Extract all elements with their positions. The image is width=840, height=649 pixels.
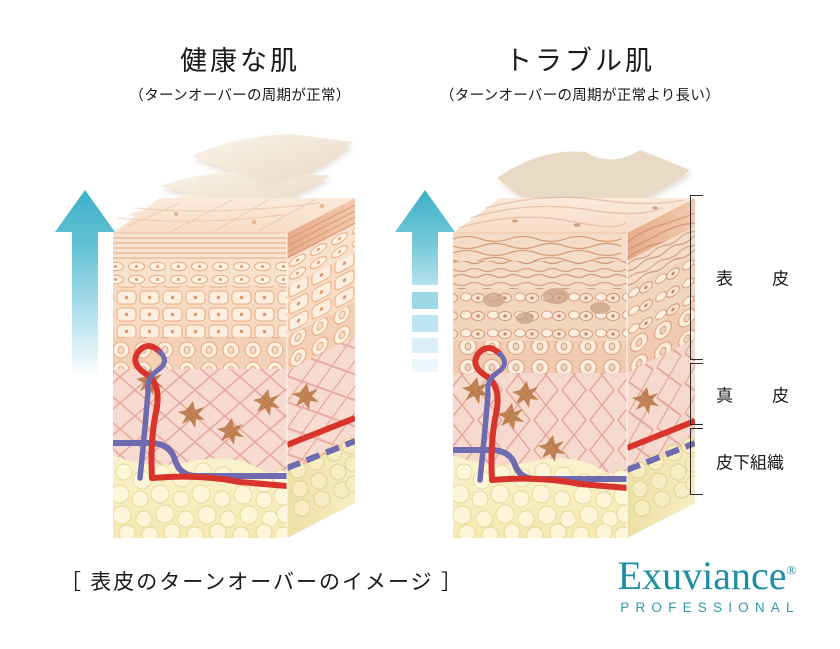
panel-subtitle-healthy: （ターンオーバーの周期が正常） — [129, 88, 351, 105]
artery — [132, 343, 163, 481]
bracket-dermis — [690, 363, 703, 425]
panel-heading-troubled: トラブル肌 （ターンオーバーの周期が正常より長い） — [400, 46, 760, 105]
fibroblast — [462, 377, 565, 462]
layer-row-epidermis: 表 皮 — [690, 195, 840, 360]
panel-title-healthy: 健康な肌 — [180, 46, 300, 76]
panel-subtitle-troubled: （ターンオーバーの周期が正常より長い） — [439, 88, 721, 105]
layer-row-dermis: 真 皮 — [690, 363, 840, 425]
brand-logo: Exuviance® PROFESSIONAL — [592, 556, 822, 616]
shed-skin-sheets-troubled — [497, 150, 690, 212]
layer-row-subcutaneous: 皮下組織 — [690, 428, 840, 495]
artery — [472, 345, 503, 483]
bracket-subcutaneous — [690, 428, 703, 495]
turnover-arrow-healthy — [55, 190, 115, 378]
panel-heading-healthy: 健康な肌 （ターンオーバーの周期が正常） — [60, 46, 420, 105]
panel-title-troubled: トラブル肌 — [505, 46, 655, 76]
layer-label-subcutaneous: 皮下組織 — [716, 453, 784, 473]
skin-block-troubled — [453, 150, 695, 538]
figure-caption: ［ 表皮のターンオーバーのイメージ ］ — [60, 570, 464, 594]
bracket-epidermis — [690, 195, 703, 360]
skin-surface-top-troubled — [453, 198, 695, 233]
brand-wordmark-text: Exuviance — [617, 553, 787, 598]
layer-label-dermis: 真 皮 — [716, 386, 800, 406]
skin-surface-top-healthy — [113, 198, 355, 233]
brand-wordmark: Exuviance® — [618, 556, 797, 596]
brand-tagline: PROFESSIONAL — [620, 600, 800, 615]
registered-trademark-icon: ® — [786, 562, 797, 578]
turnover-arrow-troubled — [395, 190, 455, 372]
layer-label-group: 表 皮 真 皮 皮下組織 — [690, 185, 840, 500]
skin-block-healthy — [113, 134, 355, 538]
layer-label-epidermis: 表 皮 — [716, 269, 800, 289]
